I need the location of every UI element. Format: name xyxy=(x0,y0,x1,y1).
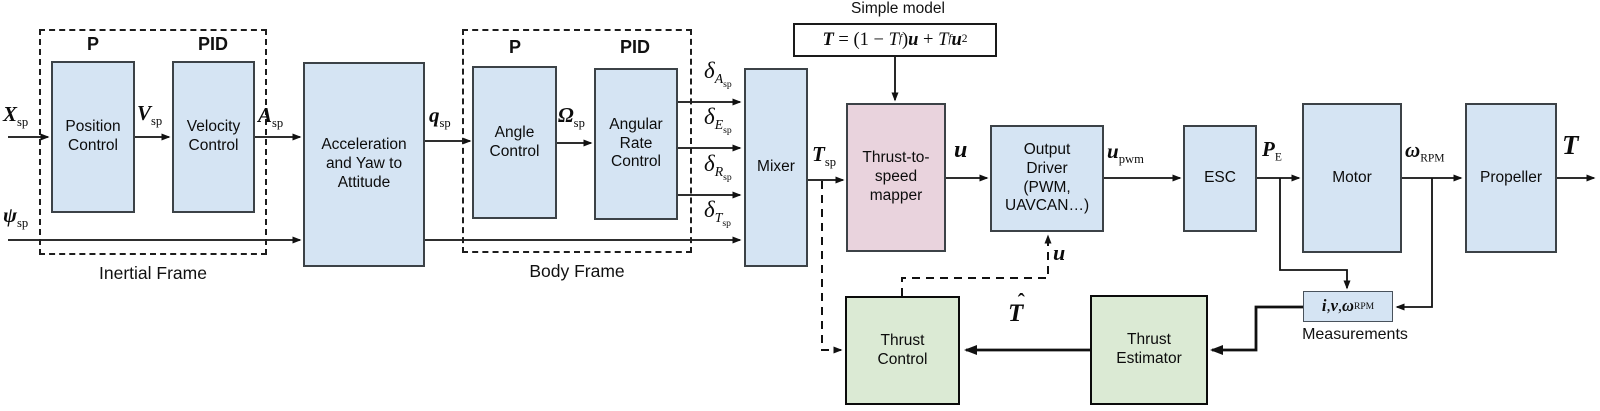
inertial-frame-box xyxy=(39,29,267,255)
signal-label-u: u xyxy=(954,137,968,163)
velocity-control-label: Velocity Control xyxy=(186,118,241,154)
signal-label-delta-e-sp: δEsp xyxy=(704,104,732,137)
signal-label-omega-sp: Ωsp xyxy=(558,103,585,130)
gain-label-p-angle: P xyxy=(508,37,521,57)
signal-label-x-sp: Xsp xyxy=(3,102,29,129)
signal-label-a-sp: Asp xyxy=(258,103,284,130)
propeller-block: Propeller xyxy=(1465,103,1557,253)
mixer-block: Mixer xyxy=(744,68,808,267)
output-driver-label: Output Driver (PWM, UAVCAN…) xyxy=(1005,140,1090,215)
position-control-label: Position Control xyxy=(65,118,121,154)
eq-thrust: T xyxy=(822,29,834,50)
measurements-label: Measurements xyxy=(1302,326,1408,343)
signal-label-delta-a-sp: δAsp xyxy=(704,58,732,91)
motor-block: Motor xyxy=(1302,103,1402,253)
gain-label-p-position: P xyxy=(86,34,99,54)
thrust-to-speed-mapper-block: Thrust-to-speed mapper xyxy=(846,103,946,252)
signal-label-p-e: PE xyxy=(1262,137,1282,164)
thrust-control-block: Thrust Control xyxy=(845,296,960,405)
thrust-to-speed-mapper-label: Thrust-to-speed mapper xyxy=(862,149,930,204)
signal-label-psi-sp: ψsp xyxy=(3,203,29,230)
angular-rate-control-block: Angular Rate Control xyxy=(594,68,678,220)
propeller-label: Propeller xyxy=(1479,168,1543,186)
body-frame-label: Body Frame xyxy=(529,261,625,281)
velocity-control-block: Velocity Control xyxy=(172,61,255,213)
esc-label: ESC xyxy=(1204,169,1236,187)
thrust-estimator-block: Thrust Estimator xyxy=(1090,295,1208,405)
signal-label-omega-rpm: ωRPM xyxy=(1405,138,1445,165)
angle-control-block: Angle Control xyxy=(472,66,557,219)
gain-label-pid-rate: PID xyxy=(619,37,650,57)
signal-label-u-feedback: u xyxy=(1053,240,1066,265)
accel-yaw-to-attitude-block: Acceleration and Yaw to Attitude xyxy=(303,62,425,267)
signal-label-t-sp: Tsp xyxy=(812,142,837,169)
output-driver-block: Output Driver (PWM, UAVCAN…) xyxy=(990,125,1104,232)
signal-label-delta-r-sp: δRsp xyxy=(704,151,732,184)
accel-yaw-to-attitude-label: Acceleration and Yaw to Attitude xyxy=(321,136,407,191)
signal-label-delta-t-sp: δTsp xyxy=(704,197,731,230)
simple-model-label: Simple model xyxy=(851,0,945,17)
angle-control-label: Angle Control xyxy=(489,123,540,160)
angular-rate-control-label: Angular Rate Control xyxy=(609,115,663,171)
esc-block: ESC xyxy=(1183,125,1257,232)
inertial-frame-label: Inertial Frame xyxy=(99,263,207,283)
gain-label-pid-velocity: PID xyxy=(197,34,228,54)
thrust-control-label: Thrust Control xyxy=(877,331,928,368)
signal-label-u-pwm: upwm xyxy=(1107,139,1144,166)
position-control-block: Position Control xyxy=(51,61,135,213)
mixer-label: Mixer xyxy=(757,158,795,176)
motor-label: Motor xyxy=(1332,168,1372,186)
signal-label-thrust-out: T xyxy=(1562,130,1579,160)
signal-label-q-sp: qsp xyxy=(429,103,451,130)
thrust-estimator-label: Thrust Estimator xyxy=(1116,331,1182,367)
signal-label-v-sp: Vsp xyxy=(137,101,163,128)
